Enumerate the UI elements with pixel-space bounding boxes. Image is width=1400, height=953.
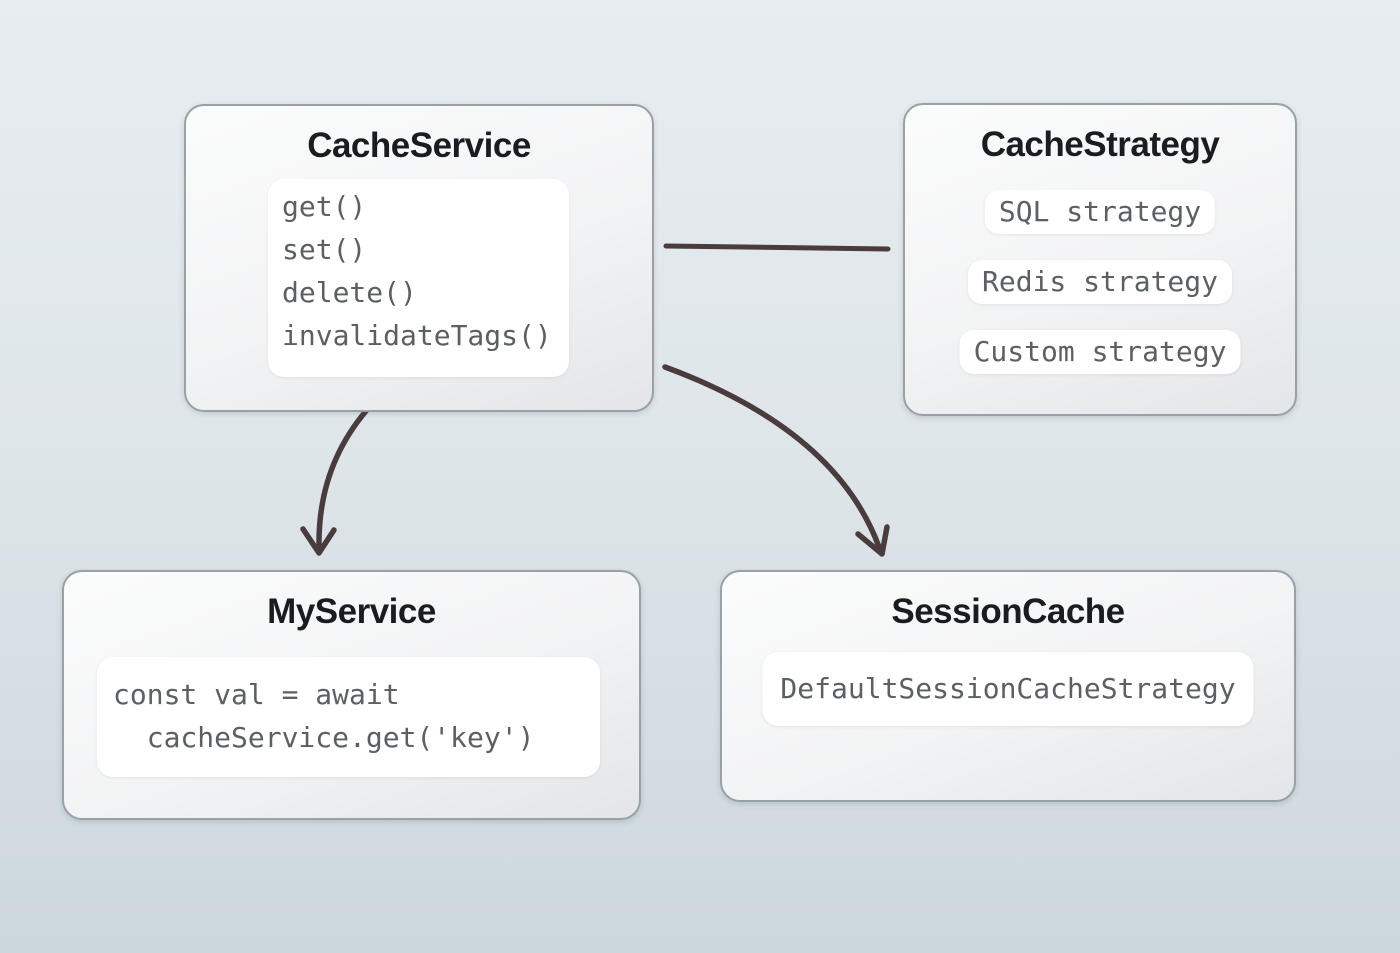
- arrowhead-down-icon: [300, 526, 337, 556]
- method-item: get(): [282, 190, 367, 223]
- node-cache-strategy: CacheStrategy SQL strategy Redis strateg…: [903, 103, 1297, 416]
- node-title: CacheStrategy: [980, 125, 1220, 164]
- strategy-pill-custom: Custom strategy: [959, 330, 1241, 374]
- method-item: delete(): [282, 276, 417, 309]
- arrowhead-down-right-icon: [855, 524, 890, 557]
- node-cache-service: CacheService get() set() delete() invali…: [184, 104, 654, 412]
- edge-cacheservice-sessioncache-arrow: [662, 364, 890, 557]
- node-title: MyService: [267, 592, 436, 631]
- session-strategy-pill: DefaultSessionCacheStrategy: [762, 652, 1254, 726]
- code-line: const val = await: [113, 678, 400, 711]
- method-item: invalidateTags(): [282, 319, 552, 352]
- strategy-pill-sql: SQL strategy: [984, 190, 1216, 234]
- node-title: CacheService: [307, 126, 531, 165]
- method-item: set(): [282, 233, 367, 266]
- node-my-service: MyService const val = await cacheService…: [62, 570, 641, 820]
- node-session-cache: SessionCache DefaultSessionCacheStrategy: [720, 570, 1296, 802]
- my-service-code-snippet: const val = await cacheService.get('key'…: [97, 657, 600, 777]
- node-title: SessionCache: [891, 592, 1125, 631]
- strategy-pill-redis: Redis strategy: [967, 260, 1233, 304]
- edge-cacheservice-cachestrategy-line: [663, 243, 891, 252]
- code-line: cacheService.get('key'): [113, 721, 535, 754]
- edge-cacheservice-myservice-arrow: [300, 408, 369, 556]
- cache-service-method-list: get() set() delete() invalidateTags(): [268, 179, 569, 377]
